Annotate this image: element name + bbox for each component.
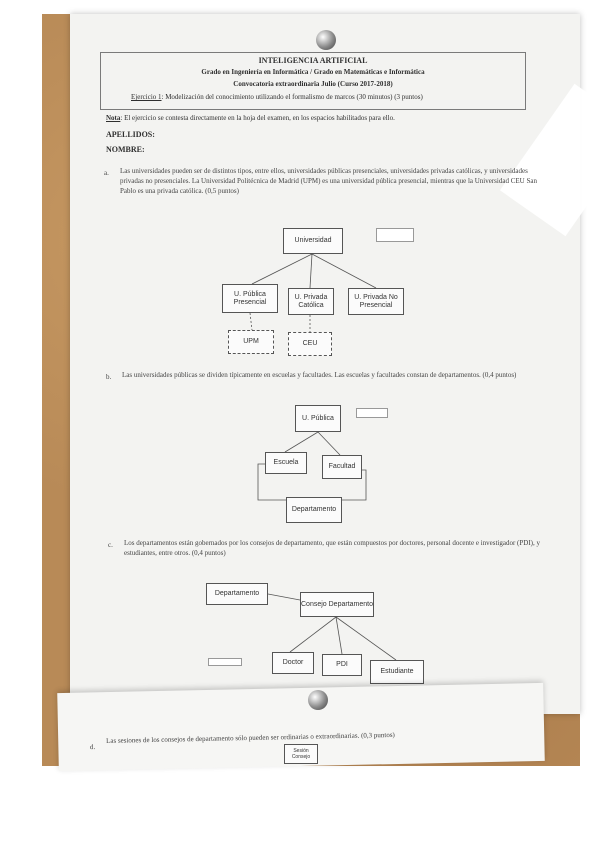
node-u-publica: U. Pública	[295, 405, 341, 432]
node-u-publica-presencial: U. Pública Presencial	[222, 284, 278, 313]
node-ceu: CEU	[288, 332, 332, 356]
node-estudiante: Estudiante	[370, 660, 424, 684]
node-escuela: Escuela	[265, 452, 307, 474]
degree-line: Grado en Ingeniería en Informática / Gra…	[201, 68, 425, 76]
node-u-privada-no-presencial: U. Privada No Presencial	[348, 288, 404, 315]
node-departamento-b: Departamento	[286, 497, 342, 523]
node-pdi: PDI	[322, 654, 362, 676]
note-text: : El ejercicio se contesta directamente …	[120, 114, 395, 122]
question-a-marker: a.	[104, 169, 109, 177]
node-universidad: Universidad	[283, 228, 343, 254]
node-doctor: Doctor	[272, 652, 314, 674]
note-label: Nota	[106, 114, 121, 122]
course-title: INTELIGENCIA ARTIFICIAL	[258, 56, 368, 65]
note-line: Nota: El ejercicio se contesta directame…	[106, 114, 395, 122]
node-sesion-consejo: Sesión Consejo	[284, 744, 318, 764]
question-c-text: Los departamentos están gobernados por l…	[124, 539, 540, 557]
note-card-c	[208, 658, 242, 666]
question-c-marker: c.	[108, 541, 113, 549]
pushpin-icon	[308, 690, 328, 710]
node-consejo-departamento: Consejo Departamento	[300, 592, 374, 617]
node-u-privada-catolica: U. Privada Católica	[288, 288, 334, 315]
exercise-label: Ejercicio 1	[131, 93, 162, 101]
node-departamento-c: Departamento	[206, 583, 268, 605]
surname-field: APELLIDOS:	[106, 130, 155, 139]
exercise-text: : Modelización del conocimiento utilizan…	[161, 93, 423, 101]
note-card-a	[376, 228, 414, 242]
note-card-b	[356, 408, 388, 418]
session-line: Convocatoria extraordinaria Julio (Curso…	[233, 80, 393, 88]
question-a-text: Las universidades pueden ser de distinto…	[120, 167, 537, 195]
node-facultad: Facultad	[322, 455, 362, 479]
question-b-text: Las universidades públicas se dividen tí…	[122, 371, 517, 379]
exercise-line: Ejercicio 1: Modelización del conocimien…	[131, 93, 423, 101]
exam-header: INTELIGENCIA ARTIFICIAL Grado en Ingenie…	[100, 52, 526, 110]
pushpin-icon	[316, 30, 336, 50]
node-upm: UPM	[228, 330, 274, 354]
question-d-marker: d.	[89, 743, 96, 752]
question-b-marker: b.	[106, 373, 112, 381]
name-field: NOMBRE:	[106, 145, 145, 154]
